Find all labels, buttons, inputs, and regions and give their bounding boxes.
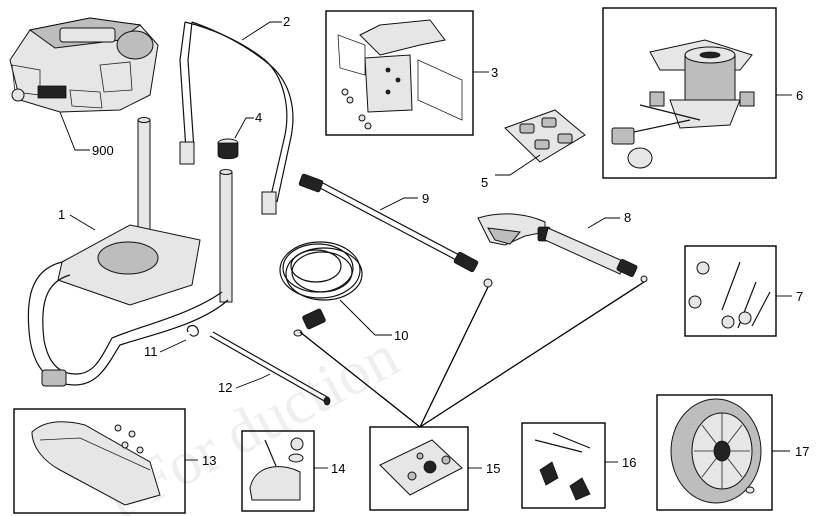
clip-part-11 — [186, 324, 199, 337]
lance-part-9 — [298, 173, 493, 288]
cap-part-4 — [217, 138, 239, 160]
callout-5: 5 — [481, 175, 488, 190]
callout-9: 9 — [422, 191, 429, 206]
cover-box-13 — [13, 408, 186, 514]
connector-box-15 — [369, 426, 469, 511]
callout-6: 6 — [796, 88, 803, 103]
leader-lines — [59, 21, 792, 469]
callout-2: 2 — [283, 14, 290, 29]
callout-1: 1 — [58, 207, 65, 222]
callout-15: 15 — [486, 461, 500, 476]
callout-8: 8 — [624, 210, 631, 225]
callout-17: 17 — [795, 444, 809, 459]
bolts-box-7 — [684, 245, 777, 337]
nozzle-kit-part-5 — [504, 109, 586, 163]
callout-14: 14 — [331, 461, 345, 476]
callout-11: 11 — [144, 344, 158, 359]
callout-7: 7 — [796, 289, 803, 304]
hose-part-10 — [279, 241, 363, 337]
engine-part-900 — [9, 17, 159, 113]
callout-3: 3 — [491, 65, 498, 80]
pump-box-6 — [602, 7, 777, 179]
handle-part-2 — [179, 21, 294, 215]
frame-part-1 — [27, 117, 233, 387]
callout-16: 16 — [622, 455, 636, 470]
callout-10: 10 — [394, 328, 408, 343]
callout-4: 4 — [255, 110, 262, 125]
callout-13: 13 — [202, 453, 216, 468]
callout-12: 12 — [218, 380, 232, 395]
callout-900: 900 — [92, 143, 114, 158]
knob-box-16 — [521, 422, 606, 509]
bracket-box-14 — [241, 430, 315, 512]
callout-labels: 2 3 4 5 6 900 1 9 8 7 10 11 12 13 14 15 … — [58, 14, 809, 476]
kit-box-3 — [325, 10, 474, 136]
gun-part-8 — [477, 213, 648, 283]
rod-part-12 — [209, 331, 331, 406]
wheel-box-17 — [656, 394, 773, 511]
